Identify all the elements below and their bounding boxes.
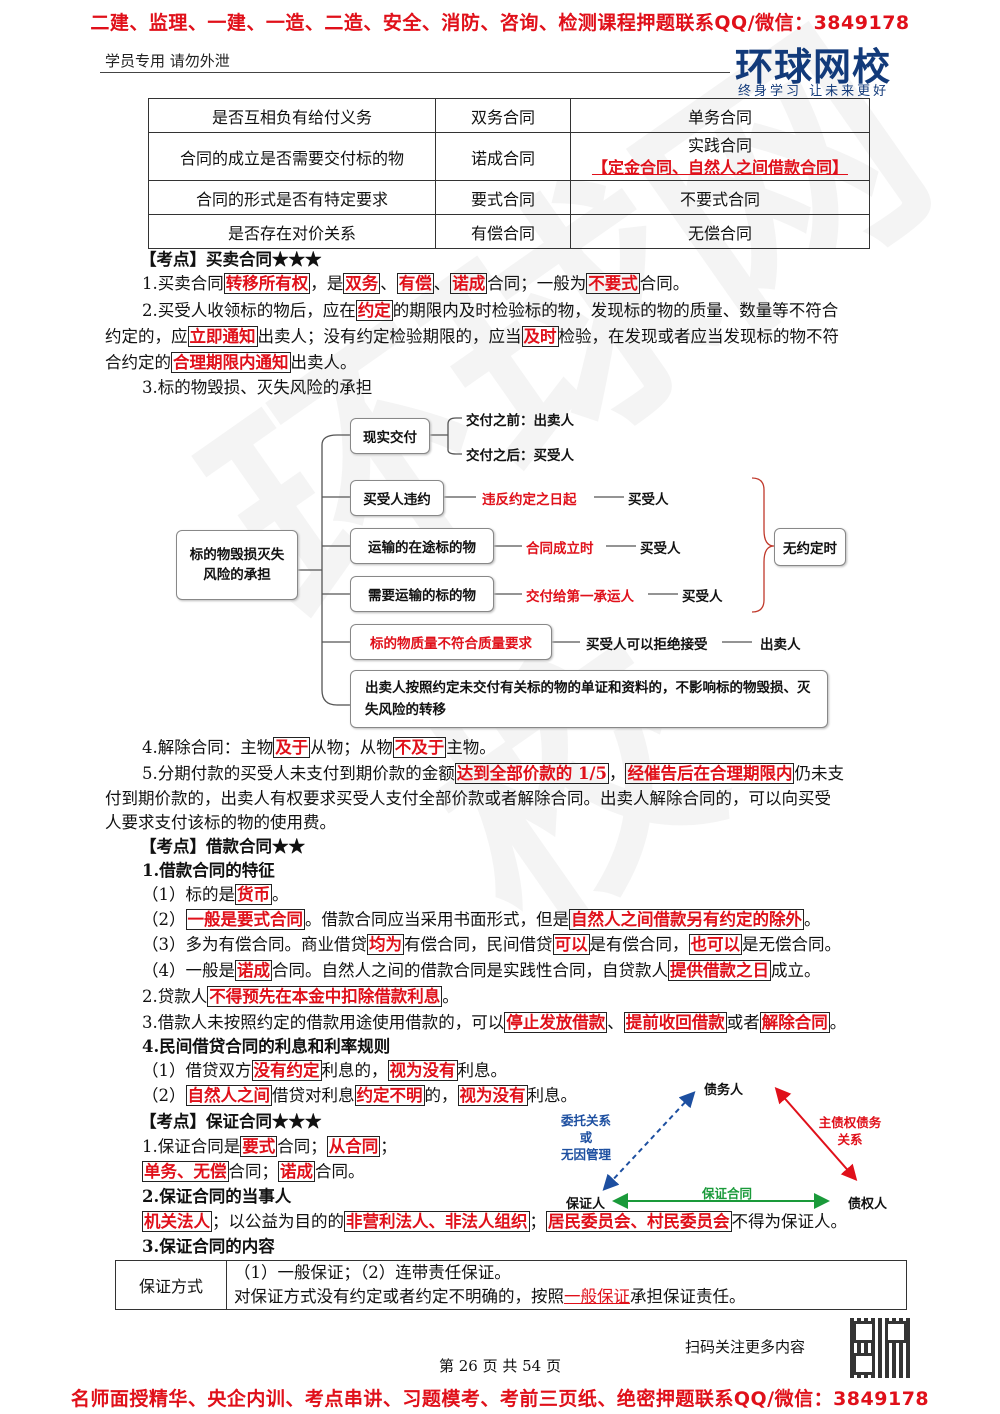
table-cell: 不要式合同 — [570, 180, 870, 215]
table-cell: 是否存在对价关系 — [148, 214, 436, 249]
bottom-banner: 名师面授精华、央企内训、考点串讲、习题模考、考前三页纸、绝密押题联系QQ/微信：… — [70, 1388, 930, 1410]
guarantee-s3: 3.保证合同的内容 — [142, 1237, 275, 1256]
guarantee-g2: 机关法人；以公益为目的的非营利法人、非法人组织；居民委员会、村民委员会不得为保证… — [142, 1211, 847, 1232]
table-cell: 诺成合同 — [435, 132, 571, 181]
table-cell: 双务合同 — [435, 98, 571, 133]
contract-type-table: 是否互相负有给付义务 双务合同 单务合同 合同的成立是否需要交付标的物 诺成合同… — [148, 98, 870, 249]
loan-l4: （4）一般是诺成合同。自然人之间的借款合同是实践性合同，自贷款人提供借款之日成立… — [142, 960, 821, 981]
triangle-creditor: 债权人 — [848, 1197, 888, 1212]
triangle-guarantor: 保证人 — [566, 1197, 606, 1212]
diagram-rule-first-carrier: 交付给第一承运人 — [526, 589, 634, 605]
guarantee-method-table: 保证方式 （1）一般保证；（2）连带责任保证。 对保证方式没有约定或者约定不明确… — [115, 1260, 907, 1310]
logo-slogan: 终身学习 让未来更好 — [738, 84, 890, 99]
loan-l2: （2）一般是要式合同。借款合同应当采用书面形式，但是自然人之间借款另有约定的除外… — [142, 909, 821, 930]
diagram-party: 买受人 — [682, 589, 723, 605]
loan-r2: （2）自然人之间借贷对利息约定不明的，视为没有利息。 — [142, 1085, 577, 1106]
sale-p5b: 付到期价款的，出卖人有权要求买受人支付全部价款或者解除合同。出卖人解除合同的，可… — [105, 789, 831, 808]
diagram-node-buyer-breach: 买受人违约 — [350, 480, 444, 516]
qr-code-icon[interactable] — [850, 1318, 910, 1378]
loan-s3: 3.借款人未按照约定的借款用途使用借款的，可以停止发放借款、提前收回借款或者解除… — [142, 1012, 847, 1033]
triangle-right-edge: 主债权债务关系 — [818, 1115, 882, 1147]
qr-caption: 扫码关注更多内容 — [685, 1338, 806, 1356]
diagram-label-before: 交付之前：出卖人 — [466, 413, 574, 429]
loan-s1: 1.借款合同的特征 — [142, 861, 275, 880]
diagram-node-need-transport: 需要运输的标的物 — [350, 576, 494, 612]
cell-text: 实践合同 — [687, 135, 752, 155]
triangle-debtor: 债务人 — [704, 1083, 744, 1098]
section-heading-loan: 【考点】借款合同★★ — [140, 837, 305, 856]
header-notice: 学员专用 请勿外泄 — [105, 52, 230, 70]
diagram-rule-contract-formed: 合同成立时 — [526, 541, 594, 557]
diagram-rule-breach: 违反约定之日起 — [482, 492, 577, 508]
guarantee-g1: 1.保证合同是要式合同；从合同； — [142, 1136, 397, 1157]
sale-p5a: 5.分期付款的买受人未支付到期价款的金额达到全部价款的 1/5，经催告后在合理期… — [142, 763, 844, 784]
guarantee-triangle — [602, 1086, 858, 1209]
diagram-node-in-transit: 运输的在途标的物 — [350, 528, 494, 564]
table-cell: 有偿合同 — [435, 214, 571, 249]
sale-p1: 1.买卖合同转移所有权，是双务、有偿、诺成合同；一般为不要式合同。 — [142, 273, 690, 294]
logo: 环球网校 — [735, 45, 892, 89]
header-rule — [100, 72, 730, 73]
section-heading-sale: 【考点】买卖合同★★★ — [140, 250, 322, 269]
diagram-node-no-agreement: 无约定时 — [774, 528, 846, 566]
loan-r1: （1）借贷双方没有约定利息的，视为没有利息。 — [142, 1060, 507, 1081]
diagram-party: 买受人 — [628, 492, 669, 508]
diagram-party: 买受人 — [640, 541, 681, 557]
diagram-label-reject: 买受人可以拒绝接受 — [586, 637, 708, 653]
table-cell-line2: 对保证方式没有约定或者约定不明确的，按照一般保证承担保证责任。 — [234, 1287, 746, 1306]
sale-p5c: 人要求支付该标的物的使用费。 — [105, 813, 336, 832]
page-number: 第 26 页 共 54 页 — [438, 1357, 561, 1375]
diagram-label-after: 交付之后：买受人 — [466, 448, 574, 464]
sale-p2c: 合约定的合理期限内通知出卖人。 — [105, 352, 357, 373]
loan-s2: 2.贷款人不得预先在本金中扣除借款利息。 — [142, 986, 459, 1007]
sale-p2a: 2.买受人收领标的物后，应在约定的期限内及时检验标的物，发现标的物的质量、数量等… — [142, 300, 839, 321]
diagram-node-actual-delivery: 现实交付 — [350, 418, 430, 454]
table-row: 合同的成立是否需要交付标的物 诺成合同 实践合同 【定金合同、自然人之间借款合同… — [148, 132, 870, 181]
diagram-root: 标的物毁损灭失风险的承担 — [176, 530, 298, 600]
diagram-node-documents: 出卖人按照约定未交付有关标的物的单证和资料的，不影响标的物毁损、灭失风险的转移 — [350, 670, 828, 728]
loan-l1: （1）标的是货币。 — [142, 884, 289, 905]
table-cell: 实践合同 【定金合同、自然人之间借款合同】 — [570, 132, 870, 181]
table-cell-label: 保证方式 — [116, 1261, 227, 1309]
diagram-node-quality: 标的物质量不符合质量要求 — [350, 624, 552, 660]
sale-p2b: 约定的，应立即通知出卖人；没有约定检验期限的，应当及时检验，在发现或者应当发现标… — [105, 326, 839, 347]
table-row: 是否存在对价关系 有偿合同 无偿合同 — [148, 214, 870, 249]
top-banner: 二建、监理、一建、一造、二造、安全、消防、咨询、检测课程押题联系QQ/微信：38… — [90, 12, 910, 34]
table-row: 是否互相负有给付义务 双务合同 单务合同 — [148, 98, 870, 133]
table-cell: 要式合同 — [435, 180, 571, 215]
table-cell: 单务合同 — [570, 98, 870, 133]
loan-s4: 4.民间借贷合同的利息和利率规则 — [142, 1037, 391, 1056]
guarantee-g1b: 单务、无偿合同；诺成合同。 — [142, 1161, 365, 1182]
section-heading-guarantee: 【考点】保证合同★★★ — [140, 1112, 322, 1131]
triangle-left-edge: 委托关系或无因管理 — [560, 1113, 611, 1162]
sale-p3: 3.标的物毁损、灭失风险的承担 — [142, 378, 373, 397]
triangle-bottom-edge: 保证合同 — [702, 1186, 753, 1201]
cell-note: 【定金合同、自然人之间借款合同】 — [591, 157, 848, 177]
loan-l3: （3）多为有偿合同。商业借贷均为有偿合同，民间借贷可以是有偿合同，也可以是无偿合… — [142, 934, 841, 955]
guarantee-s2: 2.保证合同的当事人 — [142, 1187, 292, 1206]
table-cell: 是否互相负有给付义务 — [148, 98, 436, 133]
table-cell: 无偿合同 — [570, 214, 870, 249]
sale-p4: 4.解除合同：主物及于从物；从物不及于主物。 — [142, 737, 496, 758]
table-cell: 合同的成立是否需要交付标的物 — [148, 132, 436, 181]
table-cell-line1: （1）一般保证；（2）连带责任保证。 — [234, 1263, 511, 1282]
diagram-party: 出卖人 — [760, 637, 801, 653]
